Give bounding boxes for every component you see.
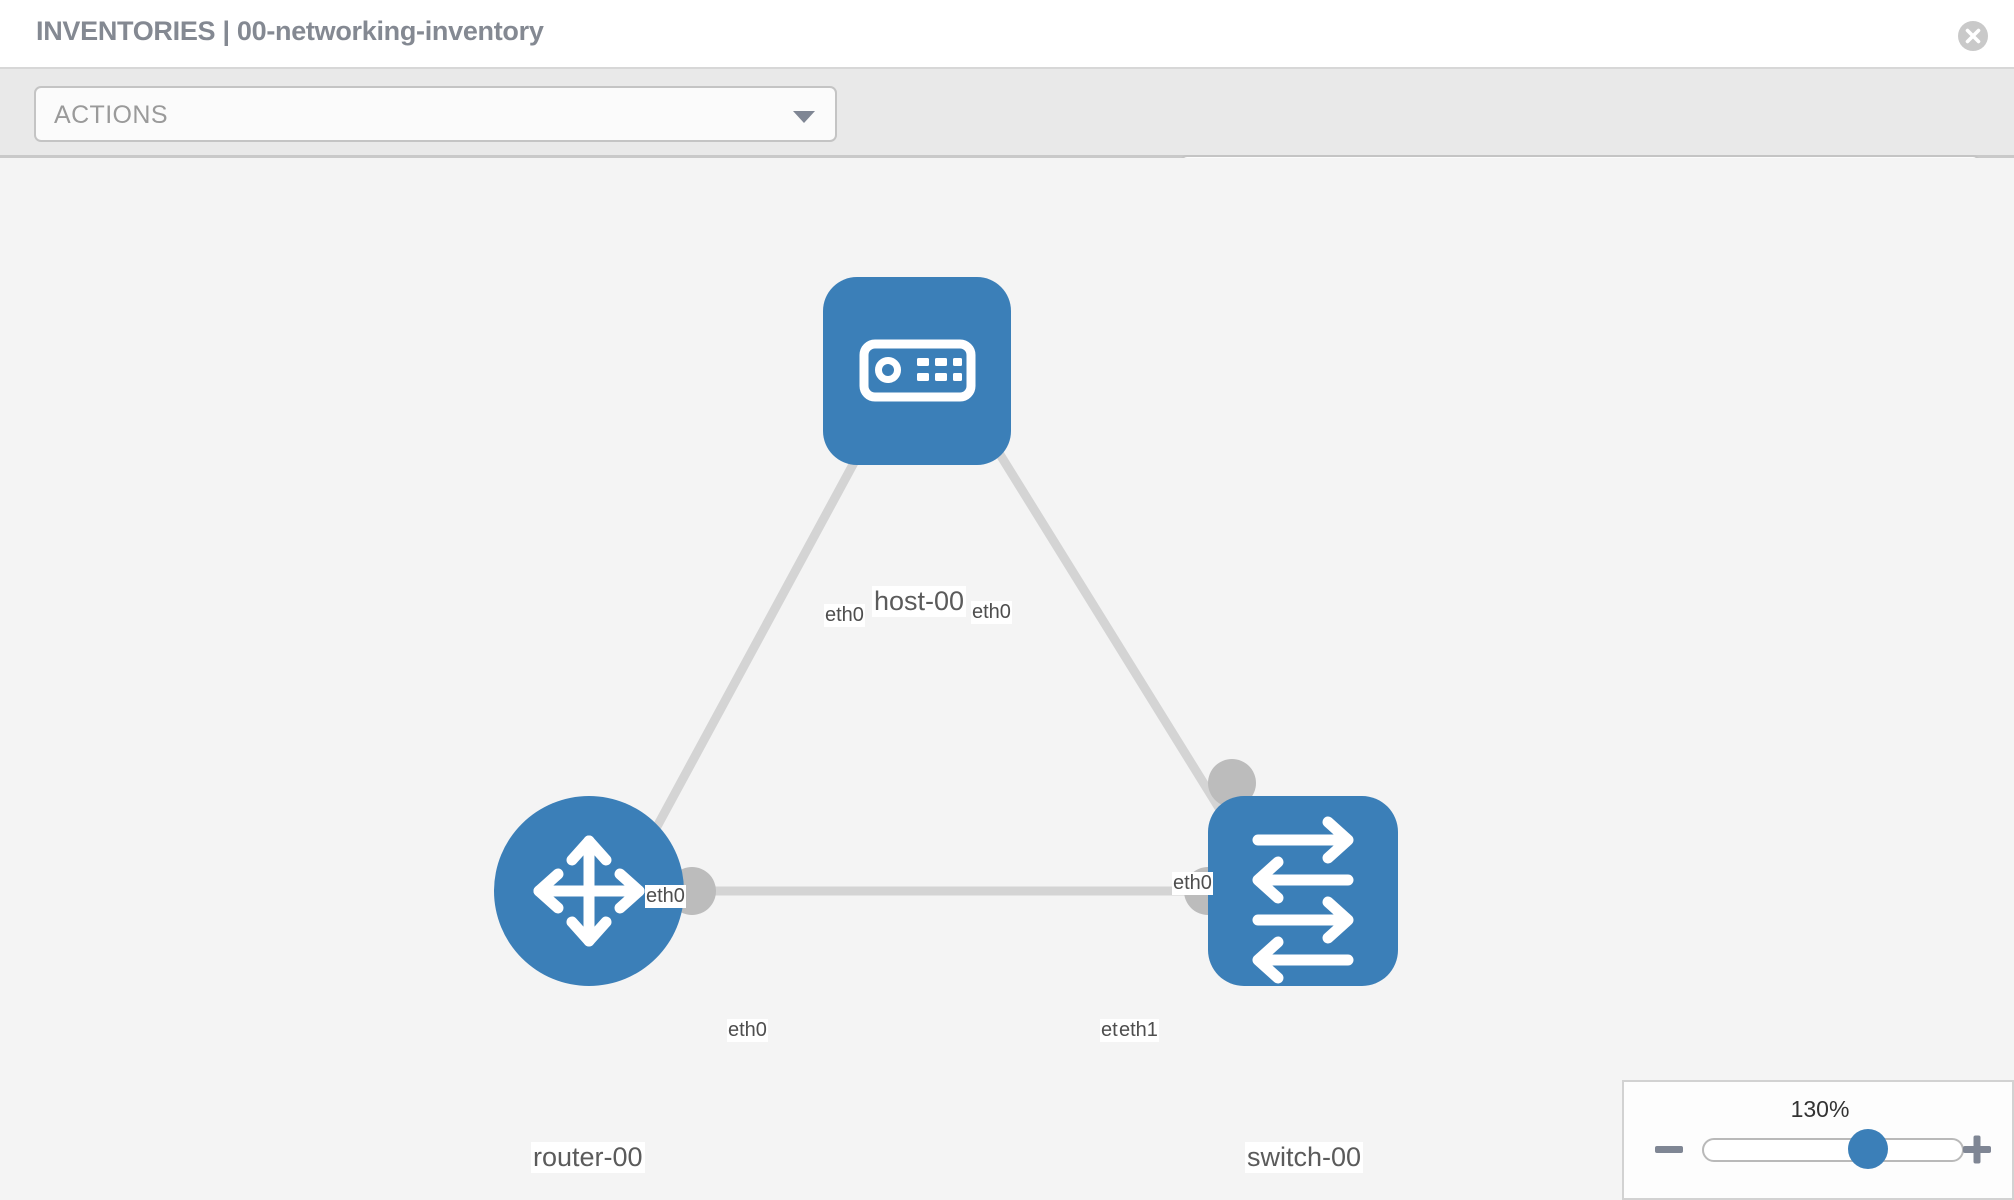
topology-canvas[interactable]: eth0 eth0 eth0 eth0 eth0 eth eth1 host-0… xyxy=(0,158,2014,1200)
port-label: eth1 xyxy=(1118,1019,1159,1042)
node-router-00[interactable] xyxy=(494,796,684,986)
node-host-00[interactable] xyxy=(823,277,1011,465)
topology-links xyxy=(636,395,1254,896)
page-title: INVENTORIES | 00-networking-inventory xyxy=(36,16,544,46)
port-label: eth0 xyxy=(727,1019,768,1042)
swap-arrows-icon xyxy=(1252,816,1354,984)
toolbar: ACTIONS SEARCH xyxy=(0,69,2014,211)
actions-dropdown[interactable]: ACTIONS xyxy=(34,86,837,142)
node-label-router: router-00 xyxy=(531,1142,645,1173)
node-label-host: host-00 xyxy=(872,586,967,617)
page-header: INVENTORIES | 00-networking-inventory xyxy=(0,0,2014,69)
port-label: eth0 xyxy=(1172,872,1213,895)
port-label: eth0 xyxy=(971,601,1012,624)
connector-knob[interactable] xyxy=(1208,759,1256,807)
zoom-level-value: 130% xyxy=(1790,1096,1850,1122)
actions-dropdown-label: ACTIONS xyxy=(54,101,168,129)
chevron-down-icon xyxy=(793,111,815,123)
zoom-slider-thumb[interactable] xyxy=(1848,1129,1888,1169)
node-switch-00[interactable] xyxy=(1208,796,1398,986)
zoom-control-panel: 130% xyxy=(1622,1080,2014,1200)
close-icon[interactable] xyxy=(1957,20,1989,52)
port-label: eth0 xyxy=(645,885,686,908)
four-arrows-icon xyxy=(533,835,645,947)
minus-icon[interactable] xyxy=(1652,1132,1686,1166)
plus-icon[interactable] xyxy=(1960,1132,1994,1166)
port-label: eth0 xyxy=(824,604,865,627)
server-icon xyxy=(859,339,976,402)
link-host-router[interactable] xyxy=(636,395,893,861)
node-label-switch: switch-00 xyxy=(1245,1142,1364,1173)
topology-graph xyxy=(494,277,1398,986)
link-host-switch[interactable] xyxy=(961,395,1254,861)
zoom-slider-track[interactable] xyxy=(1702,1138,1964,1162)
